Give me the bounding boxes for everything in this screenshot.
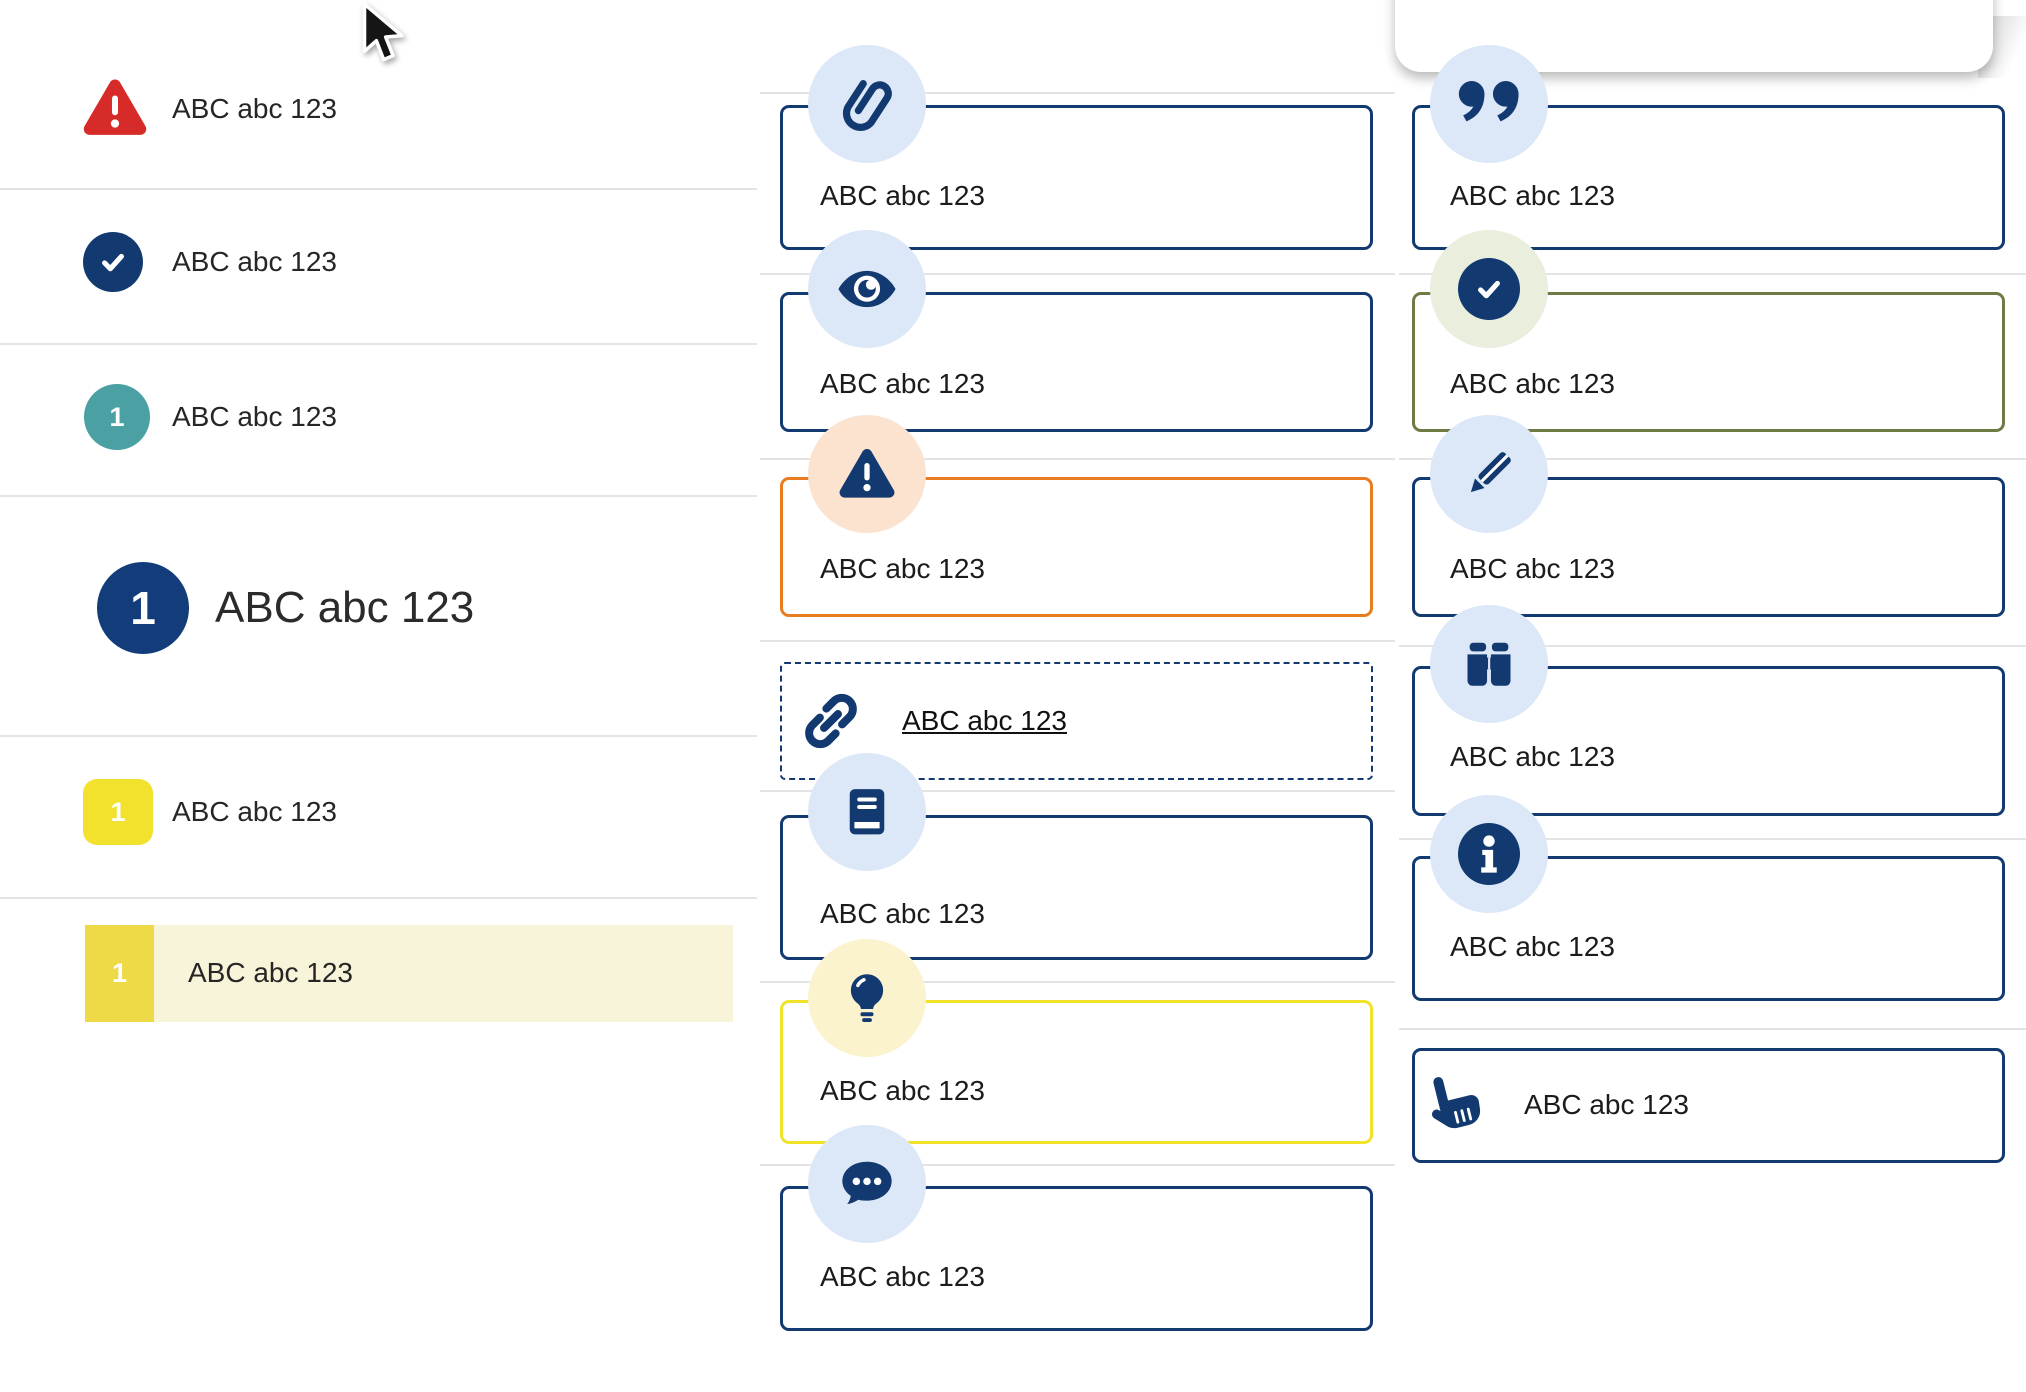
list-item-number: 1: [111, 958, 128, 988]
card-label: ABC abc 123: [1450, 741, 1615, 772]
hand-pointer-icon: [1432, 1077, 1481, 1129]
heading-number: 1: [130, 582, 156, 634]
list-item-label: ABC abc 123: [172, 93, 337, 124]
card-label: ABC abc 123: [1450, 180, 1615, 211]
highlight-row-background: [85, 925, 733, 1022]
chat-dots-icon: [808, 1125, 926, 1243]
list-item-label: ABC abc 123: [188, 957, 353, 988]
quote-icon: [1430, 45, 1548, 163]
check-circle-icon: [83, 232, 143, 292]
divider: [760, 458, 1395, 460]
card-label: ABC abc 123: [820, 1261, 985, 1292]
card-label: ABC abc 123: [820, 180, 985, 211]
check-circle-icon: [1430, 230, 1548, 348]
info-icon: [1430, 795, 1548, 913]
list-item-label: ABC abc 123: [172, 246, 337, 277]
divider: [1399, 838, 2026, 840]
card-label: ABC abc 123: [820, 1075, 985, 1106]
card-label: ABC abc 123: [1450, 931, 1615, 962]
divider: [760, 790, 1395, 792]
card-label: ABC abc 123: [820, 553, 985, 584]
divider: [1399, 645, 2026, 647]
divider: [760, 1164, 1395, 1166]
divider: [0, 188, 757, 190]
warning-triangle-icon: [808, 415, 926, 533]
heading-label: ABC abc 123: [215, 583, 475, 632]
eye-icon: [808, 230, 926, 348]
list-item-label: ABC abc 123: [172, 796, 337, 827]
card-label: ABC abc 123: [1450, 368, 1615, 399]
card-label: ABC abc 123: [1450, 553, 1615, 584]
divider: [760, 273, 1395, 275]
card-link[interactable]: ABC abc 123: [902, 705, 1067, 736]
numbered-square-yellow-icon: 1: [83, 779, 153, 845]
divider: [0, 495, 757, 497]
numbered-square-yellow-icon: 1: [85, 925, 154, 1022]
book-icon: [808, 753, 926, 871]
divider: [760, 981, 1395, 983]
divider: [0, 897, 757, 899]
divider: [760, 92, 1395, 94]
link-icon: [805, 693, 857, 749]
divider: [1399, 273, 2026, 275]
card-label: ABC abc 123: [820, 368, 985, 399]
list-item-number: 1: [110, 796, 126, 827]
divider: [1399, 1028, 2026, 1030]
numbered-circle-teal-icon: 1: [84, 384, 150, 450]
divider: [1399, 458, 2026, 460]
pencil-icon: [1430, 415, 1548, 533]
paperclip-icon: [808, 45, 926, 163]
binoculars-icon: [1430, 605, 1548, 723]
card-label: ABC abc 123: [820, 898, 985, 929]
mouse-cursor: [362, 2, 404, 62]
divider: [760, 640, 1395, 642]
list-item-number: 1: [109, 401, 125, 432]
card-label: ABC abc 123: [1524, 1089, 1689, 1120]
lightbulb-icon: [808, 939, 926, 1057]
list-item-label: ABC abc 123: [172, 401, 337, 432]
alert-triangle-icon: [83, 79, 147, 135]
divider: [0, 343, 757, 345]
divider: [0, 735, 757, 737]
numbered-circle-navy-icon: 1: [97, 562, 189, 654]
